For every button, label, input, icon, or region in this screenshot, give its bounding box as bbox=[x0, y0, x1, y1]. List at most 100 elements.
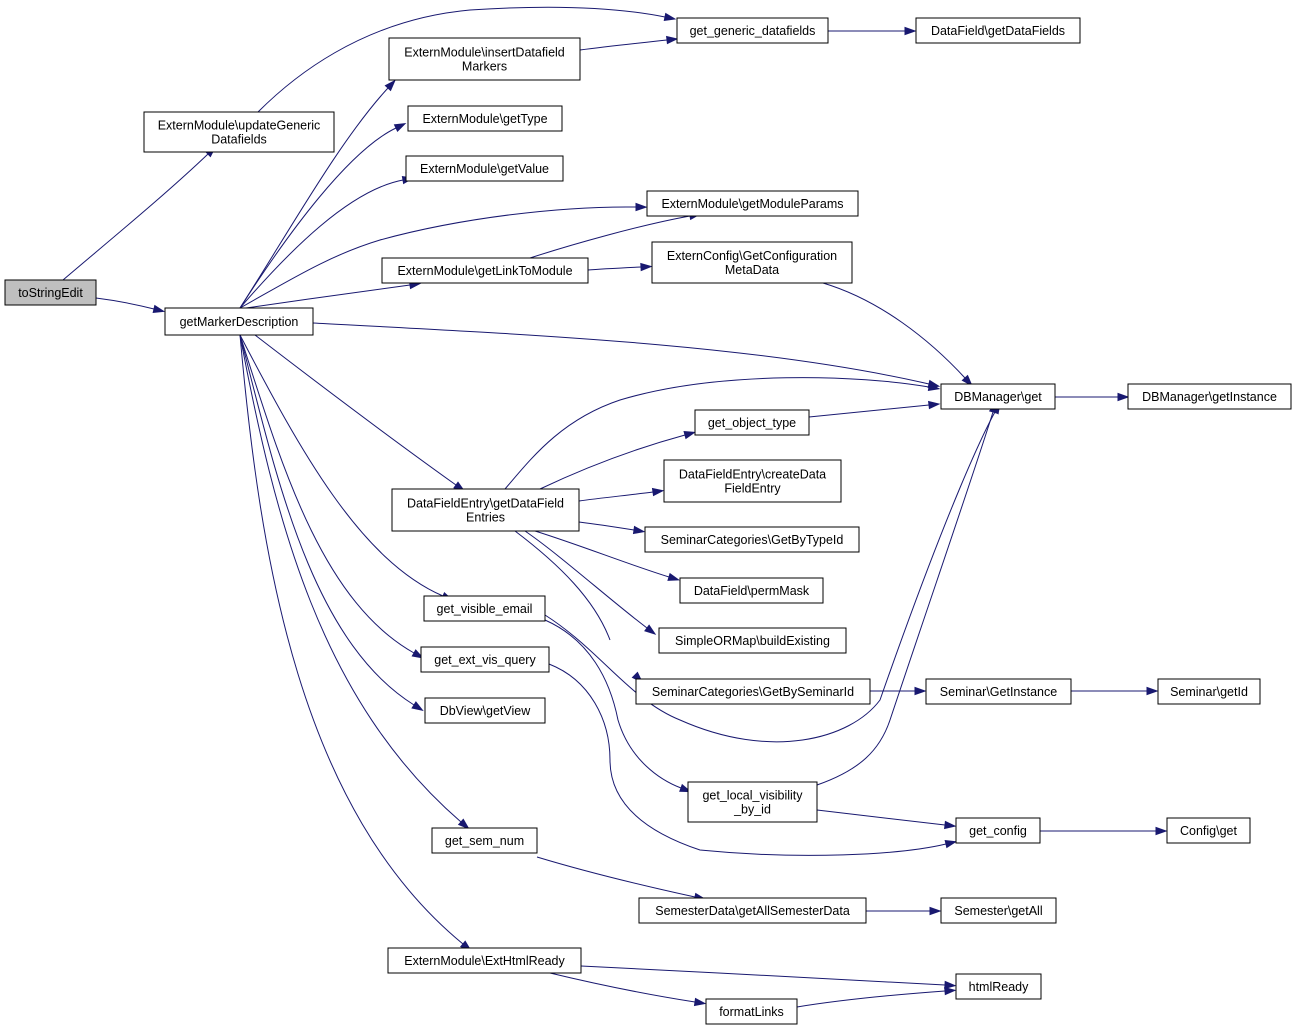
node-box bbox=[955, 817, 1041, 844]
node-db-view-get-view[interactable]: DbView\getView bbox=[424, 697, 546, 724]
node-box bbox=[658, 627, 847, 654]
arrowhead-icon bbox=[635, 202, 648, 212]
node-config-get[interactable]: Config\get bbox=[1166, 817, 1251, 844]
node-get-link-to-module[interactable]: ExternModule\getLinkToModule bbox=[381, 257, 589, 284]
node-html-ready[interactable]: htmlReady bbox=[955, 973, 1042, 1000]
node-get-all-semester-data[interactable]: SemesterData\getAllSemesterData bbox=[638, 897, 867, 924]
edge-formatLinks-to-htmlReady bbox=[796, 986, 957, 1008]
arrowhead-icon bbox=[961, 374, 973, 387]
node-format-links[interactable]: formatLinks bbox=[705, 998, 798, 1025]
edge-getSemNum-to-getAllSemesterData bbox=[536, 856, 707, 901]
edge-line bbox=[239, 206, 637, 309]
node-get-local-visibility-by-id[interactable]: get_local_visibility_by_id bbox=[687, 781, 818, 823]
arrowhead-icon bbox=[152, 304, 166, 313]
node-box bbox=[940, 383, 1056, 410]
node-get-by-type-id[interactable]: SeminarCategories\GetByTypeId bbox=[644, 526, 860, 553]
edge-line bbox=[578, 491, 654, 502]
node-db-manager-get-instance[interactable]: DBManager\getInstance bbox=[1127, 383, 1292, 410]
node-label: get_sem_num bbox=[445, 834, 524, 848]
node-semester-get-all[interactable]: Semester\getAll bbox=[940, 897, 1057, 924]
arrowhead-icon bbox=[904, 26, 917, 36]
node-seminar-get-instance[interactable]: Seminar\GetInstance bbox=[925, 678, 1072, 705]
edge-line bbox=[312, 322, 930, 385]
edge-line bbox=[578, 521, 635, 531]
edge-getGenericDatafields-to-getDataFields bbox=[828, 26, 917, 36]
node-db-manager-get[interactable]: DBManager\get bbox=[940, 383, 1056, 410]
edge-line bbox=[549, 972, 696, 1003]
arrowhead-icon bbox=[928, 400, 941, 410]
node-seminar-get-id[interactable]: Seminar\getId bbox=[1157, 678, 1261, 705]
node-label: getMarkerDescription bbox=[180, 315, 299, 329]
node-box bbox=[651, 241, 853, 284]
edge-line bbox=[536, 856, 696, 898]
node-get-config[interactable]: get_config bbox=[955, 817, 1041, 844]
edge-getConfig-to-configGet bbox=[1040, 826, 1168, 836]
edge-extHtmlReady-to-formatLinks bbox=[549, 972, 707, 1007]
node-label: Datafields bbox=[211, 133, 267, 147]
node-get-module-params[interactable]: ExternModule\getModuleParams bbox=[646, 190, 859, 217]
node-get-type[interactable]: ExternModule\getType bbox=[407, 105, 563, 132]
edge-getMarkerDescription-to-getExtVisQuery bbox=[239, 334, 425, 659]
edge-getMarkerDescription-to-extHtmlReady bbox=[239, 334, 472, 952]
arrowhead-icon bbox=[944, 820, 957, 830]
edge-line bbox=[239, 87, 389, 309]
arrowhead-icon bbox=[927, 382, 941, 392]
node-get-marker-description[interactable]: getMarkerDescription bbox=[164, 307, 314, 336]
edges-layer bbox=[62, 6, 1168, 1008]
edge-line bbox=[254, 334, 457, 486]
node-get-generic-datafields[interactable]: get_generic_datafields bbox=[676, 17, 829, 44]
arrowhead-icon bbox=[651, 487, 665, 497]
edge-line bbox=[239, 334, 444, 597]
node-label: ExternModule\updateGeneric bbox=[158, 119, 321, 133]
node-label: Entries bbox=[466, 511, 505, 525]
node-build-existing[interactable]: SimpleORMap\buildExisting bbox=[658, 627, 847, 654]
node-get-ext-vis-query[interactable]: get_ext_vis_query bbox=[420, 646, 550, 673]
edge-toStringEdit-to-getMarkerDescription bbox=[95, 297, 166, 313]
edge-line bbox=[529, 215, 691, 259]
node-label: get_ext_vis_query bbox=[434, 653, 536, 667]
node-label: MetaData bbox=[725, 263, 779, 277]
node-get-by-seminar-id[interactable]: SeminarCategories\GetBySeminarId bbox=[635, 678, 871, 705]
node-label: DBManager\get bbox=[954, 390, 1042, 404]
node-box bbox=[164, 307, 314, 336]
edge-line bbox=[524, 530, 648, 629]
edge-getDataFieldEntries-to-buildExisting bbox=[524, 530, 657, 635]
node-box bbox=[1157, 678, 1261, 705]
node-get-value[interactable]: ExternModule\getValue bbox=[405, 155, 564, 182]
node-get-object-type[interactable]: get_object_type bbox=[694, 409, 810, 436]
node-label: SimpleORMap\buildExisting bbox=[675, 634, 830, 648]
node-get-sem-num[interactable]: get_sem_num bbox=[431, 827, 538, 854]
arrowhead-icon bbox=[944, 986, 957, 996]
node-to-string-edit[interactable]: toStringEdit bbox=[4, 279, 97, 306]
node-get-data-fields[interactable]: DataField\getDataFields bbox=[915, 17, 1081, 44]
node-label: SemesterData\getAllSemesterData bbox=[655, 904, 850, 918]
node-box bbox=[638, 897, 867, 924]
node-get-visible-email[interactable]: get_visible_email bbox=[423, 595, 546, 622]
node-perm-mask[interactable]: DataField\permMask bbox=[679, 577, 824, 604]
arrowhead-icon bbox=[1117, 392, 1130, 402]
nodes-layer: toStringEditgetMarkerDescriptionExternMo… bbox=[4, 17, 1292, 1025]
arrowhead-icon bbox=[666, 35, 679, 45]
node-box bbox=[705, 998, 798, 1025]
node-box bbox=[663, 459, 842, 503]
arrowhead-icon bbox=[667, 572, 681, 581]
edge-getMarkerDescription-to-getVisibleEmail bbox=[239, 334, 454, 601]
edge-line bbox=[539, 434, 686, 490]
edge-line bbox=[816, 809, 946, 826]
arrowhead-icon bbox=[693, 997, 707, 1007]
node-ext-html-ready[interactable]: ExternModule\ExtHtmlReady bbox=[387, 947, 582, 974]
arrowhead-icon bbox=[457, 818, 470, 830]
edge-getObjectType-to-dbManagerGet bbox=[808, 400, 941, 418]
node-label: Markers bbox=[462, 60, 507, 74]
node-label: get_object_type bbox=[708, 416, 796, 430]
node-box bbox=[387, 947, 582, 974]
node-box bbox=[925, 678, 1072, 705]
edge-getMarkerDescription-to-dbViewGetView bbox=[239, 334, 424, 712]
edge-insertDatafieldMarkers-to-getGenericDatafields bbox=[579, 35, 679, 51]
node-box bbox=[635, 678, 871, 705]
